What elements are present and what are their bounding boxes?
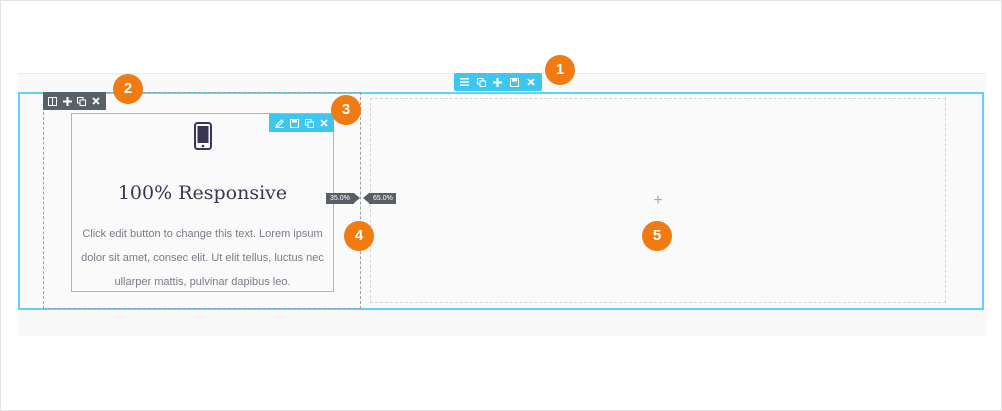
duplicate-icon[interactable] — [75, 94, 89, 108]
section-toolbar — [454, 73, 542, 91]
close-icon[interactable] — [90, 94, 104, 108]
close-icon[interactable] — [524, 75, 538, 89]
callout-badge-4: 4 — [344, 221, 374, 251]
mobile-phone-icon — [194, 122, 212, 150]
callout-badge-3: 3 — [331, 95, 361, 125]
icon-box-widget[interactable]: 100% Responsive Click edit button to cha… — [71, 113, 334, 292]
widget-title: 100% Responsive — [117, 182, 288, 204]
save-icon[interactable] — [287, 116, 301, 130]
callout-badge-1: 1 — [545, 55, 575, 85]
duplicate-icon[interactable] — [475, 75, 489, 89]
callout-badge-5: 5 — [642, 221, 672, 251]
column-left[interactable] — [43, 92, 361, 309]
column-width-right: 65.0% — [363, 193, 396, 204]
column-toolbar — [43, 92, 106, 110]
add-icon[interactable] — [61, 94, 75, 108]
edit-icon[interactable] — [272, 116, 286, 130]
duplicate-icon[interactable] — [302, 116, 316, 130]
column-icon[interactable] — [46, 94, 60, 108]
widget-toolbar — [269, 114, 334, 132]
menu-icon[interactable] — [458, 75, 472, 89]
add-widget-button[interactable]: + — [653, 192, 663, 209]
column-width-left: 35.0% — [326, 193, 360, 204]
callout-badge-2: 2 — [113, 74, 143, 104]
add-icon[interactable] — [491, 75, 505, 89]
widget-text: Click edit button to change this text. L… — [81, 228, 324, 288]
close-icon[interactable] — [317, 116, 331, 130]
save-icon[interactable] — [508, 75, 522, 89]
